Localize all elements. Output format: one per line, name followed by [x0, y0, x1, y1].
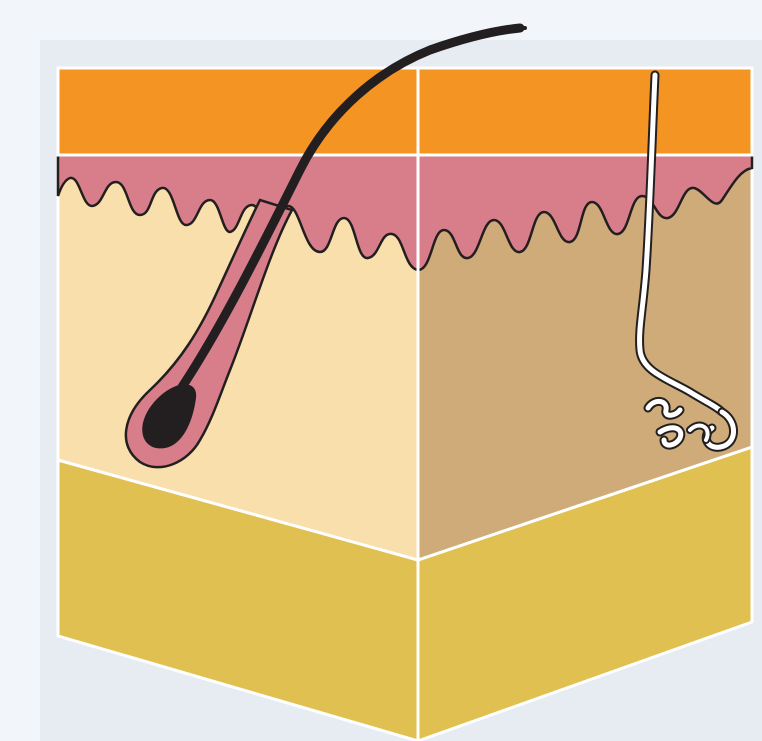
epidermis-right	[418, 68, 752, 155]
epidermis-left	[58, 68, 418, 155]
